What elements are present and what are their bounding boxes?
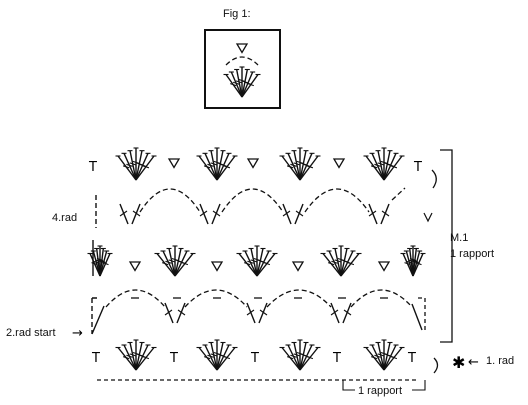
row5-triangle-1 bbox=[167, 158, 181, 169]
row3-triangle-1 bbox=[128, 261, 142, 272]
row1-treble-2: T bbox=[250, 351, 259, 366]
row2-arc-4 bbox=[350, 289, 413, 308]
pattern-name-label: M.1 bbox=[450, 232, 469, 244]
row1-treble-start: T bbox=[91, 351, 100, 366]
row3-shell-half-end bbox=[400, 245, 426, 277]
row5-treble-end: T bbox=[413, 160, 422, 175]
row3-shell-half-start bbox=[87, 245, 113, 277]
row1-treble-3: T bbox=[332, 351, 341, 366]
row5-shell-2 bbox=[196, 147, 238, 181]
figure-title: Fig 1: bbox=[223, 8, 251, 20]
row4-arc-3 bbox=[304, 188, 370, 213]
m1-bracket bbox=[440, 149, 453, 343]
row4-v-stitch-1 bbox=[119, 203, 141, 225]
row2-end-treble bbox=[411, 303, 423, 331]
row2-arc-3 bbox=[266, 289, 332, 308]
row3-triangle-2 bbox=[210, 261, 224, 272]
row-2 bbox=[91, 289, 426, 335]
fig1-shell bbox=[223, 66, 261, 98]
fig1-symbol bbox=[223, 43, 261, 98]
row2-v-stitch-3 bbox=[330, 302, 352, 324]
row3-shell-3 bbox=[320, 245, 362, 277]
row4-v-stitch-4 bbox=[368, 203, 390, 225]
row-1-label: 1. rad bbox=[486, 355, 515, 367]
row1-shell-2 bbox=[196, 339, 238, 371]
row1-shell-1 bbox=[115, 339, 157, 371]
row5-triangle-2 bbox=[246, 158, 260, 169]
row1-turning-chain bbox=[433, 357, 439, 374]
arrow-right-icon: → bbox=[72, 326, 83, 341]
row3-shell-1 bbox=[154, 245, 196, 277]
repeat-label-right: 1 rapport bbox=[450, 248, 495, 260]
row1-treble-end: T bbox=[407, 351, 416, 366]
row4-arc-1 bbox=[139, 188, 201, 213]
row5-shell-4 bbox=[363, 147, 405, 181]
fig1-triangle bbox=[235, 43, 249, 54]
row5-triangle-3 bbox=[332, 158, 346, 169]
row3-shell-2 bbox=[236, 245, 278, 277]
row2-end-chain bbox=[418, 297, 426, 333]
fig1-chain-arc bbox=[225, 56, 259, 66]
arrow-left-icon: ← bbox=[468, 355, 479, 370]
row5-turning-chain bbox=[431, 169, 437, 189]
row3-triangle-4 bbox=[377, 261, 391, 272]
repeat-bracket-bottom bbox=[342, 380, 426, 391]
row5-treble-start: T bbox=[88, 160, 97, 175]
row-2-start-label: 2.rad start bbox=[6, 327, 56, 339]
row4-end-symbol bbox=[423, 212, 433, 223]
row2-arc-2 bbox=[184, 289, 248, 308]
row2-start-treble bbox=[91, 305, 105, 335]
row2-v-stitch-1 bbox=[164, 302, 186, 324]
repeat-label-bottom: 1 rapport bbox=[358, 385, 403, 397]
row1-shell-3 bbox=[279, 339, 321, 371]
row2-start-chain bbox=[91, 297, 97, 334]
row2-arc-1 bbox=[105, 289, 166, 308]
row5-shell-3 bbox=[279, 147, 321, 181]
row4-arc-2 bbox=[221, 188, 284, 213]
row-4 bbox=[95, 187, 433, 228]
fig1-box bbox=[204, 29, 281, 109]
star-icon: ✱ bbox=[452, 353, 465, 372]
row1-shell-4 bbox=[363, 339, 405, 371]
row4-v-stitch-3 bbox=[282, 203, 304, 225]
row5-shell-1 bbox=[115, 147, 157, 181]
row4-arc-end bbox=[391, 187, 406, 201]
row4-v-stitch-2 bbox=[199, 203, 221, 225]
row-3 bbox=[87, 240, 426, 277]
row3-triangle-3 bbox=[291, 261, 305, 272]
row-4-label: 4.rad bbox=[52, 212, 78, 224]
row1-treble-1: T bbox=[169, 351, 178, 366]
row2-v-stitch-2 bbox=[246, 302, 268, 324]
